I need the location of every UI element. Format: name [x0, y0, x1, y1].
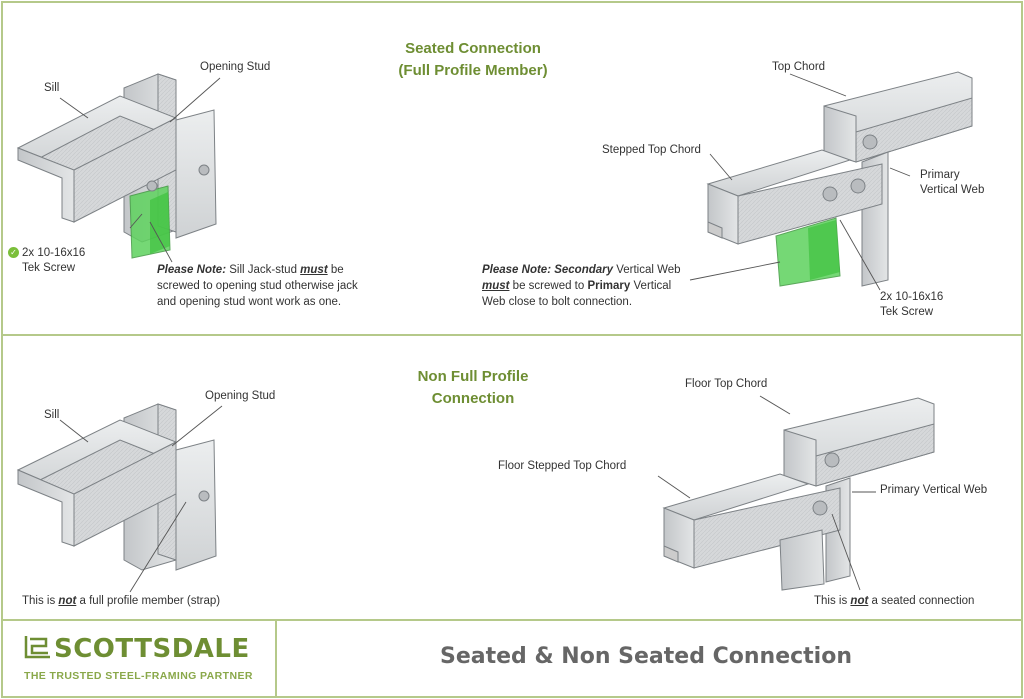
caption-not-seated: This is not a seated connection — [814, 595, 975, 607]
check-icon: ✓ — [8, 247, 19, 258]
label-tek-screw-left: 2x 10-16x16 Tek Screw — [22, 247, 86, 274]
note-sill-jack-stud: Please Note: Sill Jack-stud must be scre… — [157, 264, 358, 308]
label-floor-stepped-top-chord: Floor Stepped Top Chord — [498, 460, 627, 472]
label-tek-screw-right: 2x 10-16x16 Tek Screw — [880, 291, 944, 318]
non-full-profile-heading: Non Full Profile Connection — [417, 368, 529, 407]
seated-connection-heading: Seated Connection (Full Profile Member) — [398, 40, 548, 79]
scottsdale-logo-icon — [24, 636, 50, 659]
label-top-chord: Top Chord — [772, 61, 826, 73]
label-stepped-top-chord: Stepped Top Chord — [602, 144, 701, 156]
chord-assembly-seated — [706, 71, 973, 287]
label-primary-vertical-web-floor: Primary Vertical Web — [880, 484, 988, 496]
page-title: Seated & Non Seated Connection — [440, 644, 852, 669]
chord-assembly-non-seated — [662, 397, 935, 591]
footer-title-box — [275, 619, 1023, 698]
note-secondary-vertical-web: Please Note: Secondary Vertical Web must… — [482, 264, 681, 308]
label-opening-stud: Opening Stud — [200, 61, 271, 73]
leader-lines — [59, 73, 911, 593]
label-sill-strap: Sill — [44, 409, 60, 421]
brand-block: SCOTTSDALE THE TRUSTED STEEL-FRAMING PAR… — [24, 632, 264, 688]
brand-name: SCOTTSDALE — [54, 634, 250, 664]
sill-assembly-seated — [16, 73, 217, 259]
label-sill: Sill — [44, 82, 60, 94]
brand-tagline: THE TRUSTED STEEL-FRAMING PARTNER — [24, 670, 253, 682]
label-opening-stud-strap: Opening Stud — [205, 390, 276, 402]
sill-assembly-strap — [16, 403, 217, 571]
caption-not-full-profile: This is not a full profile member (strap… — [22, 595, 221, 607]
label-primary-vertical-web-top: Primary Vertical Web — [920, 169, 985, 196]
label-floor-top-chord: Floor Top Chord — [685, 378, 768, 390]
